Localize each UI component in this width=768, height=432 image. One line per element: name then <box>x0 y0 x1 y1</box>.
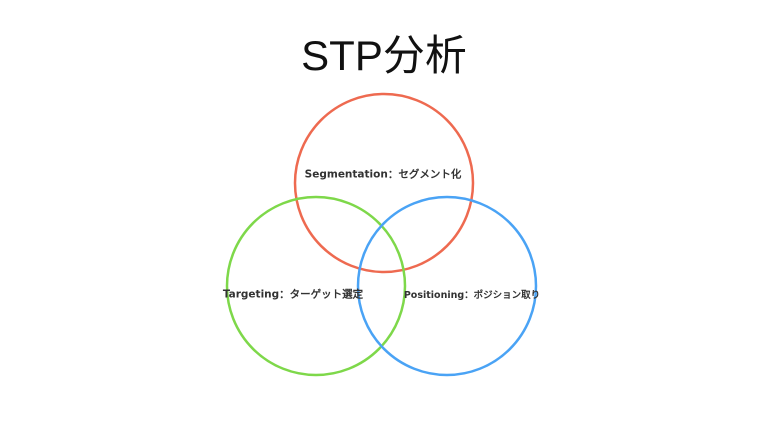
positioning-label: Positioning：ポジション取り <box>403 290 541 301</box>
positioning-circle <box>356 195 538 377</box>
targeting-circle <box>225 195 407 377</box>
segmentation-label: Segmentation：セグメント化 <box>304 168 462 181</box>
segmentation-circle <box>293 92 475 274</box>
page-title: STP分析 <box>301 32 467 79</box>
targeting-label: Targeting：ターゲット選定 <box>222 288 364 301</box>
